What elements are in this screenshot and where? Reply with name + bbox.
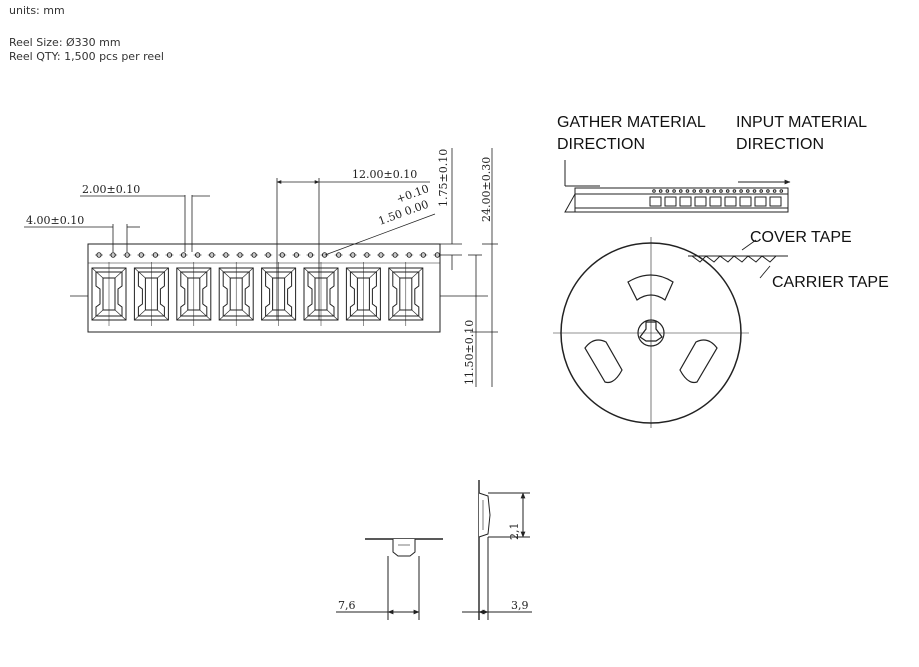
dim-12mm	[276, 178, 430, 320]
dim-1-75mm	[440, 148, 462, 270]
dim-12mm-label: 12.00±0.10	[352, 168, 417, 181]
part-depth-label: 3,9	[511, 599, 529, 612]
sprocket-hole-row	[95, 252, 442, 258]
reel-window-left	[584, 339, 623, 384]
input-direction-label-1: INPUT MATERIAL	[736, 114, 867, 131]
carrier-tape-view	[70, 243, 488, 333]
tape-pocket	[303, 262, 339, 326]
dim-1-75mm-label: 1.75±0.10	[437, 149, 450, 207]
reel-qty-note: Reel QTY: 1,500 pcs per reel	[9, 50, 164, 63]
dim-11-5mm	[468, 254, 482, 387]
callout-leaders	[741, 239, 771, 279]
dim-2mm	[80, 195, 210, 252]
part-side-view	[462, 480, 532, 620]
gather-direction-label-1: GATHER MATERIAL	[557, 114, 706, 131]
dim-24mm	[470, 148, 498, 387]
tape-strip-side-view	[564, 187, 789, 213]
input-direction-label-2: DIRECTION	[736, 136, 824, 153]
tape-pocket	[218, 262, 254, 326]
dim-11-5mm-label: 11.50±0.10	[463, 320, 476, 385]
units-note: units: mm	[9, 4, 65, 17]
tape-pocket	[176, 262, 212, 326]
part-width-label: 7,6	[338, 599, 356, 612]
cover-tape-label: COVER TAPE	[750, 229, 852, 246]
part-height-label: 2,1	[508, 523, 521, 541]
reel-window-right	[679, 339, 718, 384]
gather-direction-label-2: DIRECTION	[557, 136, 645, 153]
dim-hole-leader	[324, 213, 436, 256]
tape-pocket	[345, 262, 381, 326]
dim-24mm-label: 24.00±0.30	[480, 157, 493, 222]
part-front-view	[336, 538, 443, 620]
tape-pocket	[133, 262, 169, 326]
tape-pocket	[261, 262, 297, 326]
tape-pocket	[91, 262, 127, 326]
tape-outline	[87, 243, 441, 333]
dim-4mm	[24, 224, 140, 252]
reel-tape-edge	[688, 255, 788, 263]
tape-pocket	[388, 262, 424, 326]
pocket-row	[91, 262, 424, 326]
reel-icon	[553, 237, 749, 428]
reel-size-note: Reel Size: Ø330 mm	[9, 36, 121, 49]
dim-2mm-label: 2.00±0.10	[82, 183, 140, 196]
gather-arrow-icon	[564, 160, 600, 187]
dim-4mm-label: 4.00±0.10	[26, 214, 84, 227]
reel-window-top	[627, 274, 674, 301]
carrier-tape-label: CARRIER TAPE	[772, 274, 889, 291]
